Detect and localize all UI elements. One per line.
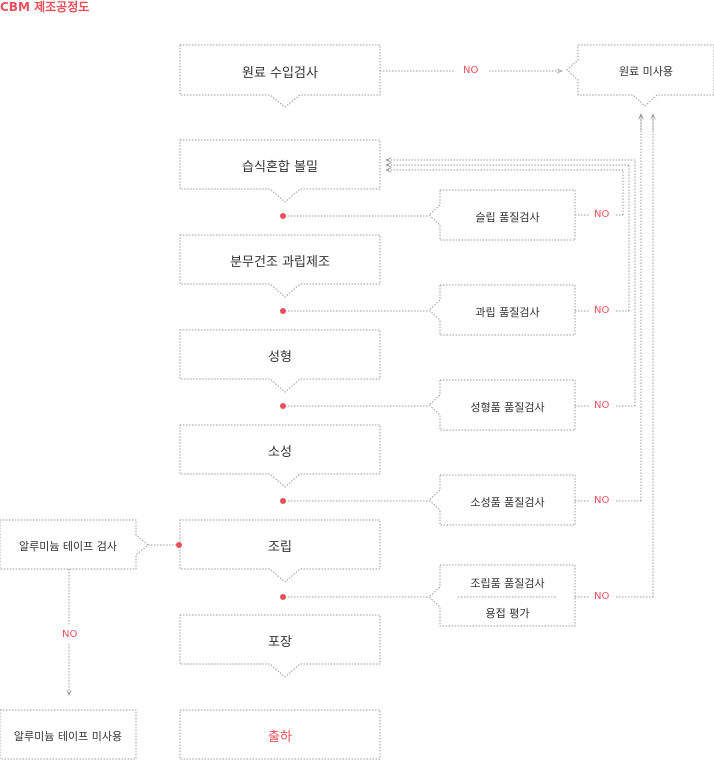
check-box-4 [428,474,576,526]
step-box-1 [179,44,381,108]
tape-check-box [0,519,149,570]
flow-dot-tape [176,542,182,548]
check-label: 과립 품질검사 [475,306,540,319]
step-label: 소성 [268,445,292,460]
step-label: 성형 [268,350,292,365]
no-label: NO [594,305,610,316]
step-label: 원료 수입검사 [242,66,318,81]
check-box-2 [428,284,576,336]
tape-reject-label: 알루미늄 테이프 미사용 [13,730,123,743]
step-label-final: 출하 [268,730,292,745]
step-box-8 [179,709,381,760]
step-box-4 [179,329,381,393]
reject-label: 원료 미사용 [618,65,674,78]
step-label: 습식혼합 볼밀 [242,160,318,175]
flow-dot-3 [280,403,286,409]
step-box-7 [179,614,381,678]
page-title: CBM 제조공정도 [0,0,90,14]
no-label: NO [594,400,610,411]
step-box-3 [179,234,381,298]
check-box-1 [428,189,576,241]
no-label: NO [463,65,479,76]
step-box-2 [179,139,381,203]
no-label: NO [594,209,610,220]
step-label: 포장 [268,635,292,650]
check-label: 조립품 품질검사 [470,577,545,590]
check-label: 용접 평가 [485,607,530,620]
flow-dot-2 [280,308,286,314]
no-label: NO [62,629,78,640]
tape-check-label: 알루미늄 테이프 검사 [18,540,118,553]
flow-dot-4 [280,498,286,504]
step-label: 분무건조 과립제조 [230,255,330,270]
check-label: 소성품 품질검사 [470,496,545,509]
check-label: 슬립 품질검사 [475,211,540,224]
check-box-5 [428,564,576,627]
flow-dot-1 [280,213,286,219]
step-box-6 [179,519,381,583]
step-box-5 [179,424,381,488]
no-label: NO [594,495,610,506]
flow-dot-5 [280,594,286,600]
check-box-3 [428,379,576,431]
step-label: 조립 [268,540,292,555]
check-label: 성형품 품질검사 [470,401,545,414]
no-label: NO [594,591,610,602]
tape-reject-box [0,709,137,760]
